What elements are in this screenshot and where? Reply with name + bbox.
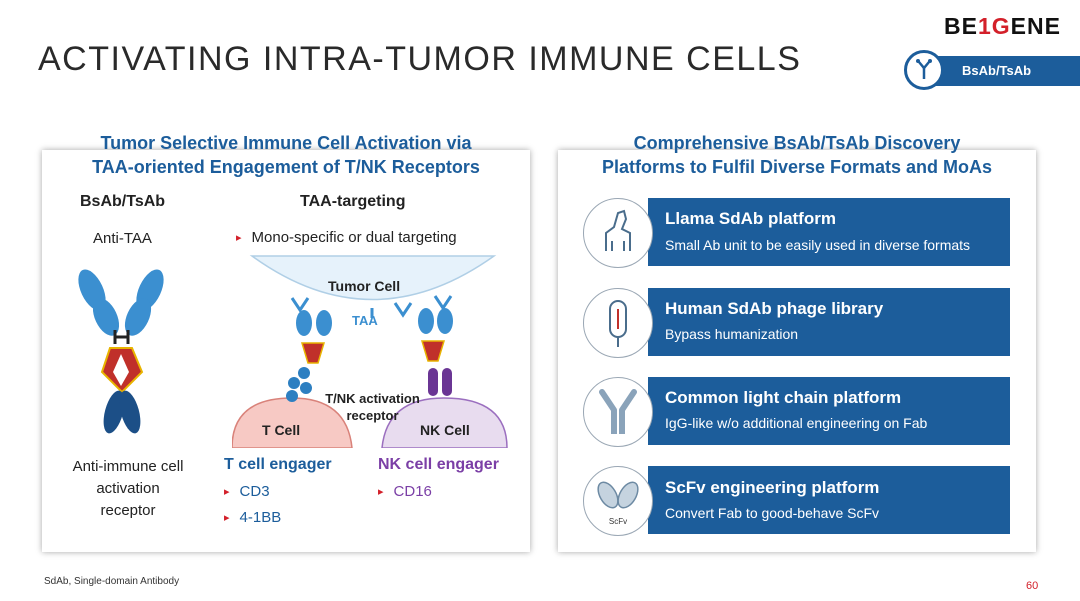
platform-card	[648, 377, 1010, 445]
beigene-logo: BE1GENE	[944, 13, 1061, 40]
left-panel-heading: Tumor Selective Immune Cell Activation v…	[42, 131, 530, 179]
nk-engager-item-text: CD16	[393, 483, 432, 500]
t-cell-engager-title: T cell engager	[224, 456, 332, 473]
platform-desc: Small Ab unit to be easily used in diver…	[665, 237, 971, 253]
taa-label: TAA	[352, 313, 378, 328]
scfv-icon: ScFv	[583, 466, 653, 536]
anti-taa-label: Anti-TAA	[93, 230, 152, 247]
tumor-cell-diagram	[232, 255, 508, 448]
platform-card	[648, 288, 1010, 356]
logo-text-1: BE	[944, 13, 978, 39]
page-title: ACTIVATING INTRA-TUMOR IMMUNE CELLS	[38, 40, 802, 78]
phage-icon	[583, 288, 653, 358]
mono-specific-bullet: Mono-specific or dual targeting	[236, 229, 457, 246]
platform-title: Human SdAb phage library	[665, 299, 884, 318]
platform-title: Common light chain platform	[665, 388, 902, 407]
col-header-taa: TAA-targeting	[300, 193, 406, 210]
activation-receptor-label: T/NK activation receptor	[305, 390, 440, 424]
platform-card	[648, 466, 1010, 534]
tag-label: BsAb/TsAb	[962, 63, 1032, 78]
platform-desc: Bypass humanization	[665, 326, 799, 342]
left-heading-line2: TAA-oriented Engagement of T/NK Receptor…	[92, 157, 480, 177]
anti-immune-line3: receptor	[100, 502, 156, 519]
platform-desc: IgG-like w/o additional engineering on F…	[665, 415, 928, 431]
platform-title: ScFv engineering platform	[665, 478, 880, 497]
nk-engager-item: CD16	[378, 483, 432, 500]
right-panel-heading: Comprehensive BsAb/TsAb Discovery Platfo…	[558, 131, 1036, 179]
logo-text-3: ENE	[1010, 13, 1061, 39]
logo-text-2: 1G	[977, 13, 1011, 39]
bispecific-antibody-diagram	[78, 269, 164, 434]
t-engager-item: 4-1BB	[224, 509, 282, 526]
anti-immune-label: Anti-immune cell activation receptor	[58, 456, 198, 522]
left-heading-line1: Tumor Selective Immune Cell Activation v…	[100, 133, 472, 153]
right-heading-line1: Comprehensive BsAb/TsAb Discovery	[633, 133, 961, 153]
t-engager-item-text: 4-1BB	[239, 509, 282, 526]
platform-title: Llama SdAb platform	[665, 209, 836, 228]
tumor-cell-label: Tumor Cell	[328, 278, 401, 294]
t-engager-item: CD3	[224, 483, 270, 500]
platform-card	[648, 198, 1010, 266]
right-heading-line2: Platforms to Fulfil Diverse Formats and …	[601, 157, 993, 177]
footnote: SdAb, Single-domain Antibody	[44, 576, 180, 587]
t-cell-label: T Cell	[262, 422, 301, 438]
col-header-bsab: BsAb/TsAb	[80, 193, 166, 210]
antibody-tag-icon	[904, 50, 944, 90]
antibody-icon	[583, 377, 653, 447]
platform-desc: Convert Fab to good-behave ScFv	[665, 505, 880, 521]
nk-cell-label: NK Cell	[420, 422, 470, 438]
activation-receptor-line1: T/NK activation	[325, 391, 420, 406]
activation-receptor-line2: receptor	[346, 408, 399, 423]
nk-cell-engager-title: NK cell engager	[378, 456, 499, 473]
page-number: 60	[1026, 580, 1039, 592]
t-engager-item-text: CD3	[239, 483, 270, 500]
mono-specific-text: Mono-specific or dual targeting	[251, 229, 457, 246]
scfv-icon-label: ScFv	[608, 517, 628, 526]
anti-immune-line2: activation	[96, 480, 160, 497]
anti-immune-line1: Anti-immune cell	[72, 458, 184, 475]
llama-icon	[583, 198, 653, 268]
